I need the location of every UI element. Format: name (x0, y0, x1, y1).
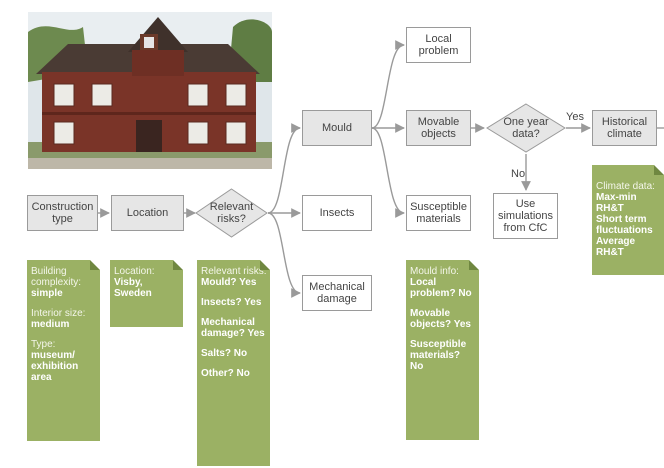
location-box: Location (111, 195, 184, 231)
mould-label: Mould (322, 122, 352, 134)
risk-mould: Mould? Yes (201, 277, 257, 288)
location-note-label: Location: (114, 266, 155, 277)
mould-movable: Movable objects? Yes (410, 308, 471, 330)
climate-average: Average RH&T (596, 236, 636, 258)
risk-salts: Salts? No (201, 348, 248, 359)
use-simulations-label: Use simulations from CfC (497, 198, 554, 234)
interior-size-value: medium (31, 319, 70, 330)
one-year-data-decision: One year data? (486, 103, 566, 153)
movable-objects-box: Movable objects (406, 110, 471, 146)
risk-mechanical: Mechanical damage? Yes (201, 317, 265, 339)
location-note-value: Visby, Sweden (114, 277, 152, 299)
complexity-value: simple (31, 288, 63, 299)
relevant-risks-label: Relevant risks? (209, 201, 254, 225)
climate-short-term: Short term fluctuations (596, 214, 653, 236)
climate-label: Climate data: (596, 181, 655, 192)
interior-size-label: Interior size: (31, 308, 86, 319)
note-fold (90, 260, 100, 270)
local-problem-label: Local problem (418, 33, 459, 57)
yes-edge-label: Yes (566, 111, 584, 123)
house-photo (28, 12, 272, 169)
susceptible-materials-label: Susceptible materials (410, 201, 467, 225)
relevant-risks-decision: Relevant risks? (195, 188, 268, 238)
risk-other: Other? No (201, 368, 250, 379)
movable-objects-label: Movable objects (417, 116, 460, 140)
susceptible-materials-box: Susceptible materials (406, 195, 471, 231)
mechanical-damage-label: Mechanical damage (309, 281, 365, 305)
mould-local: Local problem? No (410, 277, 472, 299)
insects-box: Insects (302, 195, 372, 231)
mould-susceptible: Susceptible materials? No (410, 339, 467, 372)
insects-label: Insects (319, 207, 355, 219)
historical-climate-box: Historical climate (592, 110, 657, 146)
construction-type-label: Construction type (31, 201, 94, 225)
risks-label: Relevant risks: (201, 266, 267, 277)
risk-insects: Insects? Yes (201, 297, 262, 308)
note-fold (654, 165, 664, 175)
mould-info-note: Mould info:Local problem? No Movable obj… (406, 260, 479, 440)
construction-type-box: Construction type (27, 195, 98, 231)
building-note: Building complexity:simple Interior size… (27, 260, 100, 441)
type-value: museum/ exhibition area (31, 350, 79, 383)
use-simulations-box: Use simulations from CfC (493, 193, 558, 239)
type-label: Type: (31, 339, 56, 350)
one-year-data-label: One year data? (503, 116, 549, 140)
no-edge-label: No (511, 168, 526, 180)
location-label: Location (126, 207, 169, 219)
note-fold (260, 260, 270, 270)
location-note: Location:Visby, Sweden (110, 260, 183, 327)
mould-box: Mould (302, 110, 372, 146)
risks-note: Relevant risks:Mould? Yes Insects? Yes M… (197, 260, 270, 466)
note-fold (469, 260, 479, 270)
climate-note: Climate data: Max-min RH&T Short term fl… (592, 165, 664, 275)
historical-climate-label: Historical climate (601, 116, 648, 140)
local-problem-box: Local problem (406, 27, 471, 63)
mould-info-label: Mould info: (410, 266, 459, 277)
note-fold (173, 260, 183, 270)
mechanical-damage-box: Mechanical damage (302, 275, 372, 311)
complexity-label: Building complexity: (31, 266, 82, 288)
climate-maxmin: Max-min RH&T (596, 192, 637, 214)
